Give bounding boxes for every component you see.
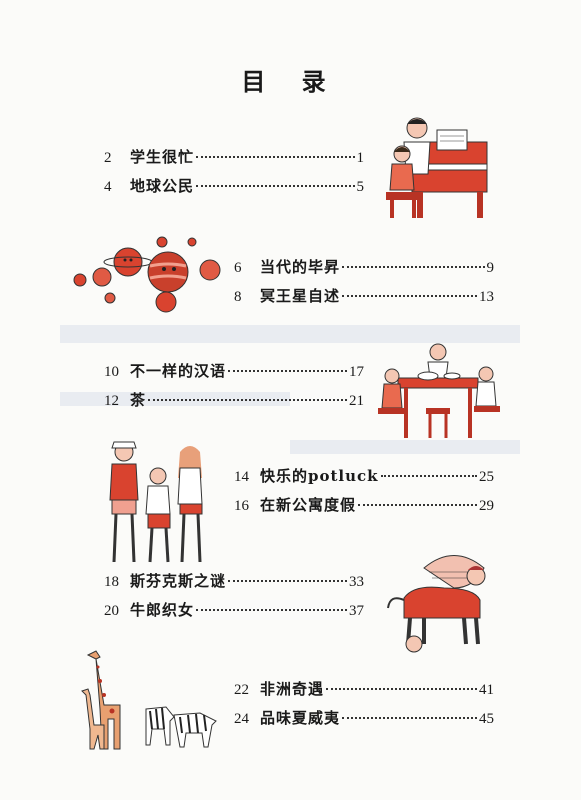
toc-page-num: 21 — [349, 393, 364, 409]
toc-entry[interactable]: 8 冥王星自述 13 — [234, 285, 494, 307]
toc-num: 4 — [104, 179, 112, 195]
toc-title: 当代的毕昇 — [260, 258, 341, 276]
toc-leader — [196, 609, 347, 611]
toc-page-num: 45 — [479, 711, 494, 727]
show-through — [60, 325, 520, 343]
page-title: 目 录 — [241, 67, 340, 96]
toc-leader — [228, 580, 347, 582]
toc-leader — [326, 688, 477, 690]
toc-entry[interactable]: 4 地球公民 5 — [104, 175, 364, 197]
toc-page-num: 5 — [356, 179, 365, 195]
toc-leader — [148, 399, 347, 401]
toc-entry[interactable]: 6 当代的毕昇 9 — [234, 256, 494, 278]
toc-num: 12 — [104, 393, 119, 409]
toc-num: 16 — [234, 498, 249, 514]
toc-title: 地球公民 — [130, 177, 195, 195]
toc-leader — [342, 717, 477, 719]
piano-lesson-illustration — [386, 117, 488, 218]
toc-title: 非洲奇遇 — [260, 680, 325, 698]
toc-title: 品味夏威夷 — [260, 709, 341, 727]
toc-page-num: 1 — [356, 150, 365, 166]
toc-title: 快乐的potluck — [260, 467, 379, 485]
toc-leader — [196, 156, 355, 158]
toc-entry[interactable]: 2 学生很忙 1 — [104, 146, 364, 168]
toc-title: 不一样的汉语 — [130, 362, 227, 380]
toc-title: 斯芬克斯之谜 — [130, 572, 227, 590]
toc-leader — [342, 295, 477, 297]
toc-num: 8 — [234, 289, 242, 305]
toc-title: 冥王星自述 — [260, 287, 341, 305]
toc-entry[interactable]: 10 不一样的汉语 17 — [104, 360, 364, 382]
toc-page-num: 17 — [349, 364, 364, 380]
toc-leader — [228, 370, 347, 372]
toc-page-num: 29 — [479, 498, 494, 514]
toc-num: 24 — [234, 711, 249, 727]
toc-num: 14 — [234, 469, 249, 485]
planets-illustration — [73, 236, 221, 313]
toc-entry[interactable]: 20 牛郎织女 37 — [104, 599, 364, 621]
toc-page-num: 33 — [349, 574, 364, 590]
toc-num: 20 — [104, 603, 119, 619]
toc-num: 2 — [104, 150, 112, 166]
show-through — [290, 440, 520, 454]
dinner-table-illustration — [378, 343, 500, 438]
toc-num: 18 — [104, 574, 119, 590]
toc-title: 茶 — [130, 391, 147, 409]
toc-entry[interactable]: 24 品味夏威夷 45 — [234, 707, 494, 729]
toc-num: 22 — [234, 682, 249, 698]
toc-title: 牛郎织女 — [130, 601, 195, 619]
toc-leader — [342, 266, 485, 268]
toc-entry[interactable]: 22 非洲奇遇 41 — [234, 678, 494, 700]
sphinx-illustration — [387, 555, 486, 653]
toc-title: 学生很忙 — [130, 148, 195, 166]
toc-leader — [196, 185, 355, 187]
beach-people-illustration — [109, 441, 203, 563]
toc-entry[interactable]: 18 斯芬克斯之谜 33 — [104, 570, 364, 592]
toc-page-num: 13 — [479, 289, 494, 305]
toc-num: 10 — [104, 364, 119, 380]
toc-title: 在新公寓度假 — [260, 496, 357, 514]
toc-entry[interactable]: 14 快乐的potluck 25 — [234, 465, 494, 487]
toc-leader — [358, 504, 477, 506]
toc-page-num: 41 — [479, 682, 494, 698]
toc-entry[interactable]: 16 在新公寓度假 29 — [234, 494, 494, 516]
giraffe-zebra-illustration — [81, 650, 217, 750]
toc-page-num: 25 — [479, 469, 494, 485]
toc-entry[interactable]: 12 茶 21 — [104, 389, 364, 411]
toc-page-num: 37 — [349, 603, 364, 619]
toc-num: 6 — [234, 260, 242, 276]
toc-page-num: 9 — [486, 260, 495, 276]
toc-leader — [380, 475, 477, 477]
